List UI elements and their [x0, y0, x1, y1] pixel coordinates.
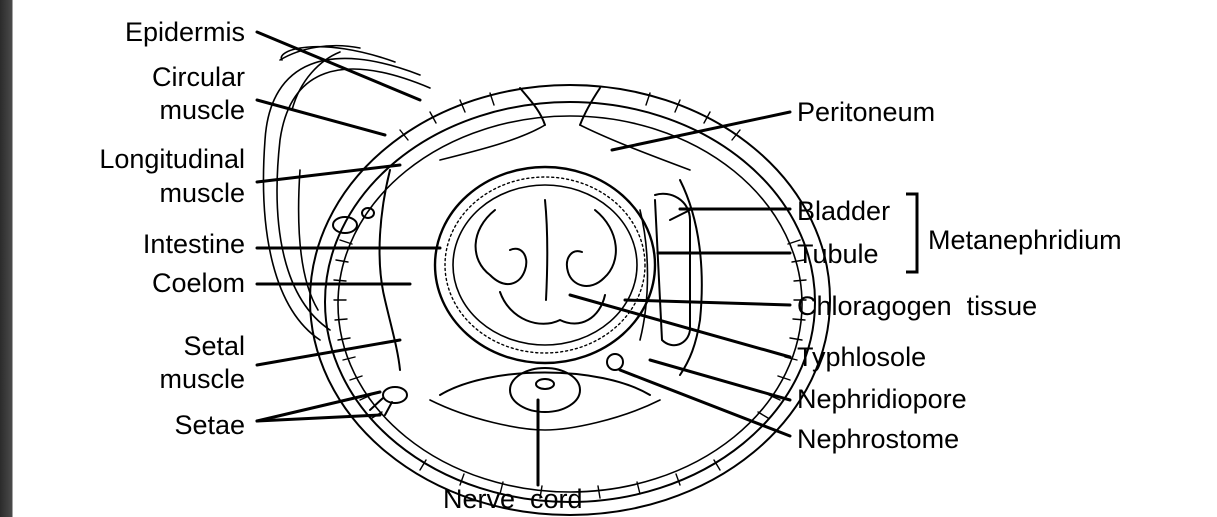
label-nerve-cord: Nerve cord: [443, 484, 583, 514]
body-segments: [263, 46, 430, 340]
label-circular-muscle-line2: muscle: [60, 95, 245, 125]
label-longitudinal-muscle-line1: Longitudinal: [40, 144, 245, 174]
label-coelom: Coelom: [60, 268, 245, 298]
intestine: [435, 167, 655, 363]
typhlosole-fold: [545, 200, 547, 300]
label-bladder: Bladder: [797, 196, 890, 226]
label-intestine: Intestine: [60, 229, 245, 259]
label-epidermis: Epidermis: [60, 17, 245, 47]
label-tubule: Tubule: [797, 239, 879, 269]
label-peritoneum: Peritoneum: [797, 97, 935, 127]
label-longitudinal-muscle-line2: muscle: [60, 178, 245, 208]
label-nephrostome: Nephrostome: [797, 424, 959, 454]
label-setal-muscle-line1: Setal: [60, 331, 245, 361]
label-nephridiopore: Nephridiopore: [797, 384, 967, 414]
label-circular-muscle-line1: Circular: [60, 62, 245, 92]
leader-lines: [257, 32, 790, 485]
nerve-cord-structure: [430, 368, 660, 430]
label-typhlosole: Typhlosole: [797, 342, 926, 372]
epidermis-outline: [310, 85, 830, 515]
label-chloragogen-tissue: Chloragogen tissue: [797, 291, 1037, 321]
label-metanephridium: Metanephridium: [928, 225, 1122, 255]
metanephridium-bracket: [906, 194, 917, 272]
label-setae: Setae: [60, 410, 245, 440]
label-setal-muscle-line2: muscle: [60, 364, 245, 394]
dorsal-mesentery: [520, 88, 600, 125]
circular-muscle-layer: [325, 102, 815, 502]
setae-structure: [333, 208, 407, 415]
metanephridium-structure: [607, 194, 690, 370]
